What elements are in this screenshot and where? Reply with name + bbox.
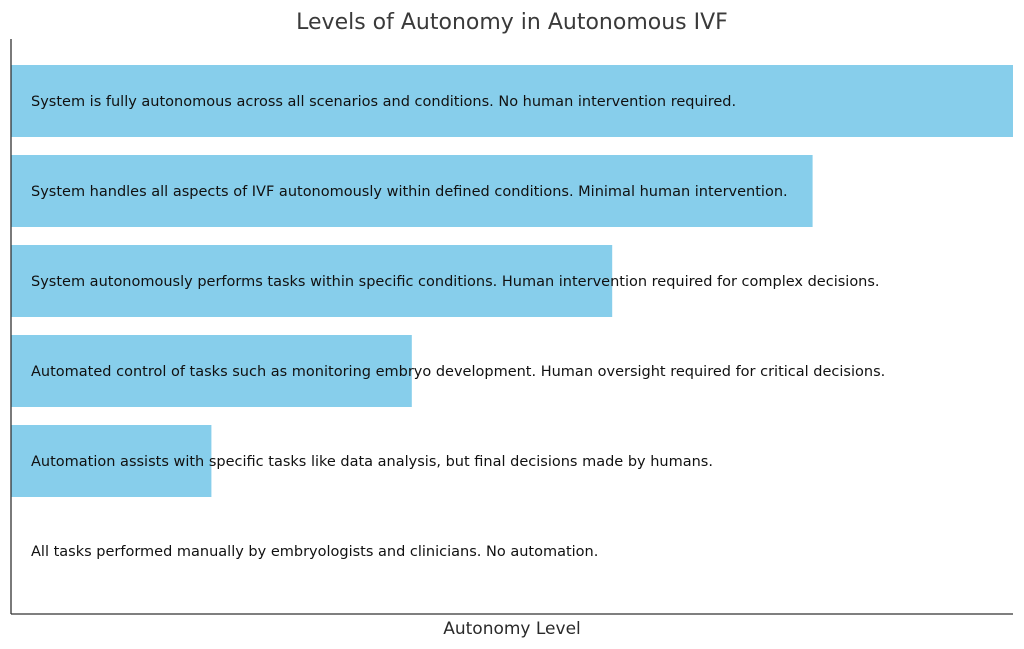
bar-level-2	[11, 335, 412, 407]
bar-label-level-0: All tasks performed manually by embryolo…	[31, 544, 598, 560]
bar-label-level-3: System autonomously performs tasks withi…	[31, 274, 880, 290]
bars-group	[11, 65, 1013, 497]
chart-title: Levels of Autonomy in Autonomous IVF	[296, 10, 728, 35]
bar-label-level-2: Automated control of tasks such as monit…	[31, 364, 885, 380]
x-axis-label: Autonomy Level	[443, 619, 581, 639]
bar-label-level-5: System is fully autonomous across all sc…	[31, 94, 736, 110]
bar-level-1	[11, 425, 212, 497]
bar-level-4	[11, 155, 813, 227]
bar-labels-group: All tasks performed manually by embryolo…	[31, 94, 885, 560]
bar-level-5	[11, 65, 1013, 137]
bar-label-level-1: Automation assists with specific tasks l…	[31, 454, 713, 470]
bar-label-level-4: System handles all aspects of IVF autono…	[31, 184, 788, 200]
bar-level-3	[11, 245, 613, 317]
